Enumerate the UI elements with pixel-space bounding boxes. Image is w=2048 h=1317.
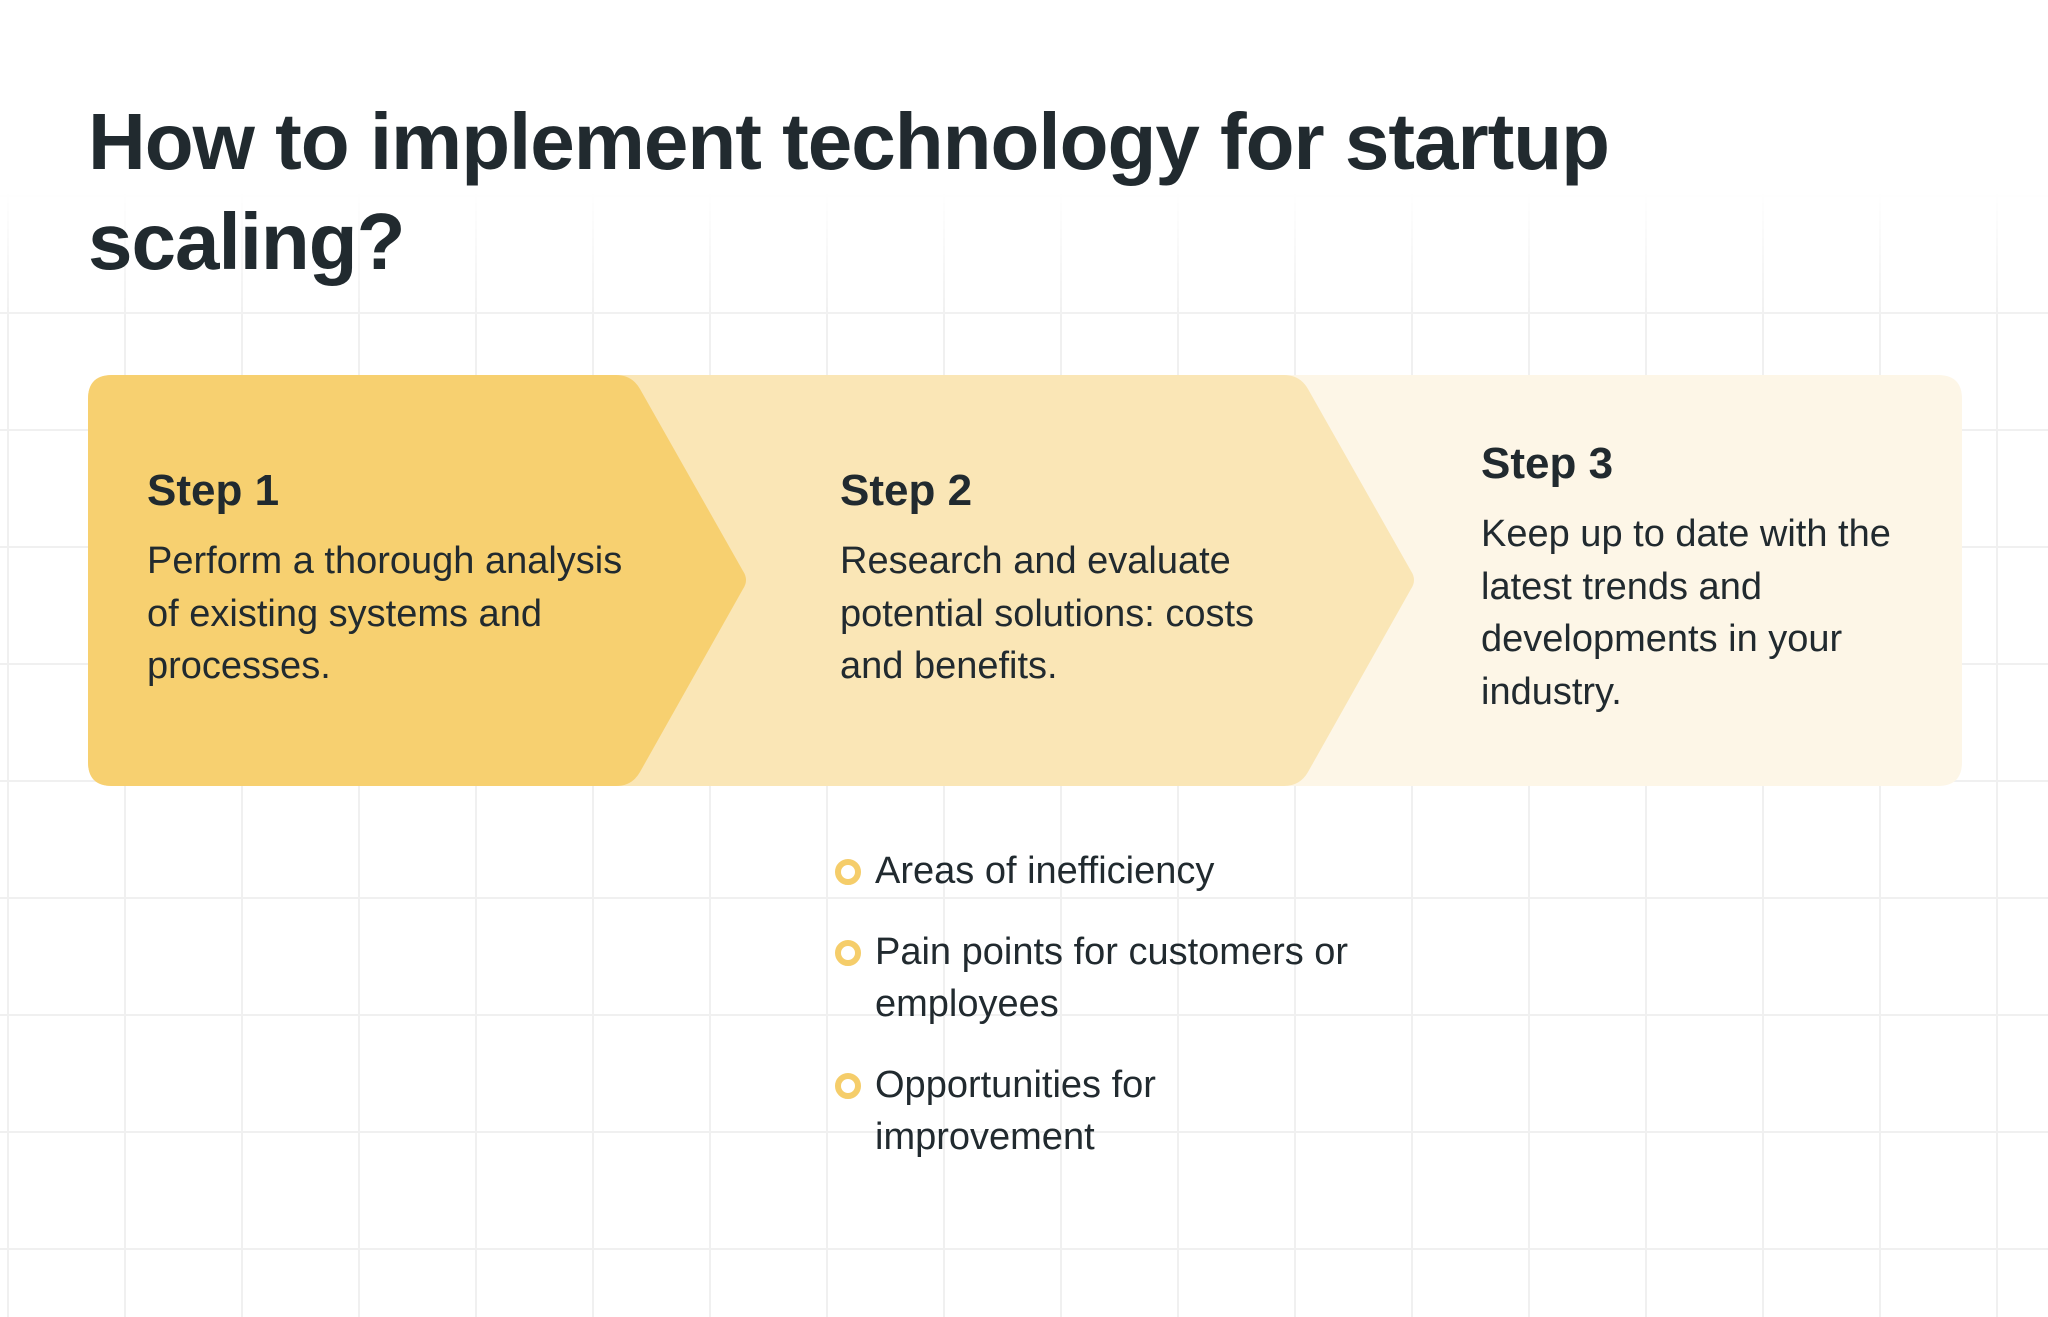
- ring-bullet-icon: [835, 939, 861, 966]
- chevron-shapes: [88, 375, 1962, 786]
- step-1-title: Step 1: [147, 466, 280, 515]
- ring-bullet-icon: [835, 859, 861, 885]
- step-2-title: Step 2: [840, 466, 973, 515]
- step-3-title: Step 3: [1481, 439, 1614, 488]
- bullet-text: Opportunities for improvement: [875, 1063, 1156, 1159]
- list-item: Pain points for customers or employees: [835, 926, 1395, 1031]
- step-3: Step 3 Keep up to date with the latest t…: [1481, 438, 1921, 718]
- step-3-body: Keep up to date with the latest trends a…: [1481, 513, 1891, 713]
- page-title: How to implement technology for startup …: [88, 97, 1610, 286]
- list-item: Opportunities for improvement: [835, 1059, 1205, 1164]
- step-1-body: Perform a thorough analysis of existing …: [147, 540, 623, 687]
- step-2: Step 2 Research and evaluate potential s…: [840, 465, 1310, 693]
- bullet-text: Areas of inefficiency: [875, 850, 1215, 892]
- step-2-bullet-list: Areas of inefficiency Pain points for cu…: [835, 845, 1435, 1192]
- ring-bullet-icon: [835, 1072, 861, 1099]
- list-item: Areas of inefficiency: [835, 845, 1435, 898]
- step-2-body: Research and evaluate potential solution…: [840, 540, 1255, 687]
- step-1-shape: [88, 375, 746, 786]
- steps-banner: Step 1 Perform a thorough analysis of ex…: [88, 375, 1962, 786]
- step-1: Step 1 Perform a thorough analysis of ex…: [147, 465, 627, 693]
- bullet-text: Pain points for customers or employees: [875, 930, 1349, 1026]
